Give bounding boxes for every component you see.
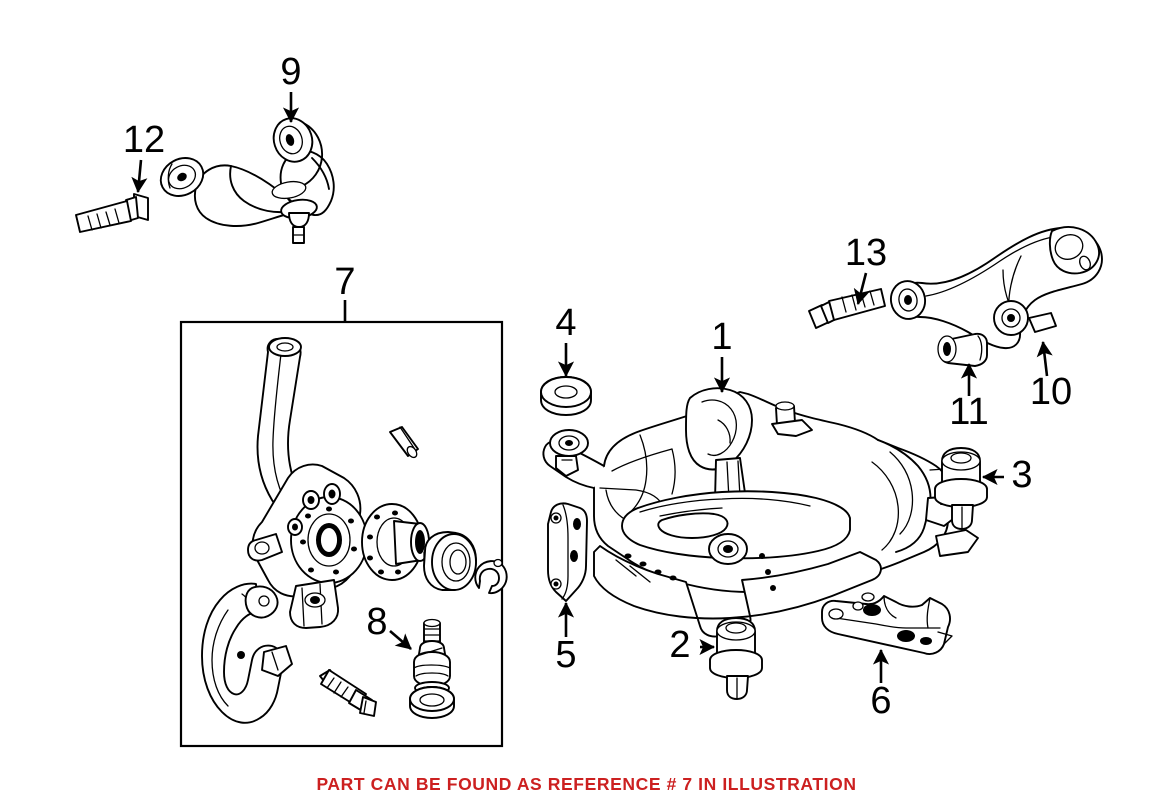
- spacer-washer: [540, 376, 592, 416]
- callout-4: 4: [555, 302, 576, 344]
- flange-bolt: [319, 669, 377, 717]
- callout-11: 11: [949, 391, 988, 433]
- upper-control-arm-bolt: [75, 193, 149, 233]
- subframe-reinforcement-plate: [821, 592, 953, 655]
- lower-control-arm-bolt: [808, 288, 886, 329]
- wheel-bearing: [423, 531, 477, 591]
- leader-13: [853, 272, 870, 306]
- callout-7: 7: [334, 261, 355, 303]
- upper-control-arm: [159, 117, 335, 244]
- callout-12: 12: [123, 119, 165, 161]
- callout-6: 6: [870, 680, 891, 722]
- leader-8: [389, 630, 412, 650]
- callout-13: 13: [845, 232, 887, 274]
- callout-leaders: [131, 92, 1053, 683]
- control-arm-bushing: [937, 332, 988, 367]
- callout-numbers: 1 2 3 4 5 6 7 8 9 10 11 12 13: [123, 51, 1072, 722]
- subframe-mount-bushing-rear: [934, 447, 988, 530]
- ball-joint-seal: [409, 686, 455, 719]
- leader-12: [131, 159, 148, 194]
- callout-10: 10: [1030, 371, 1072, 413]
- steering-knuckle: [247, 337, 368, 629]
- dowel-pin: [389, 426, 419, 459]
- callout-9: 9: [280, 51, 301, 93]
- wheel-hub: [361, 503, 430, 581]
- callout-2: 2: [669, 624, 690, 666]
- snap-ring: [474, 558, 508, 595]
- subframe-mount-bushing-front: [709, 617, 763, 700]
- front-subframe-crossmember: [542, 387, 979, 638]
- brake-splash-shield: [201, 582, 293, 724]
- callout-3: 3: [1011, 454, 1032, 496]
- callout-1: 1: [711, 316, 732, 358]
- subframe-support-bracket: [547, 502, 588, 602]
- lower-control-arm: [889, 226, 1103, 350]
- reference-note: PART CAN BE FOUND AS REFERENCE # 7 IN IL…: [316, 774, 857, 794]
- leader-10: [1036, 340, 1053, 377]
- callout-5: 5: [555, 634, 576, 676]
- callout-8: 8: [366, 601, 387, 643]
